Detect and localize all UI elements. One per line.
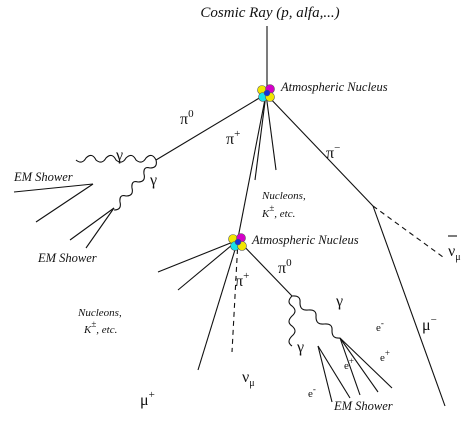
nucleon-track-2a xyxy=(157,239,239,273)
eplus-2-label: e+ xyxy=(344,356,354,372)
gamma-4-label: γ xyxy=(296,339,304,356)
nu-mu-track xyxy=(231,239,239,353)
piplus-top-label: π+ xyxy=(226,128,240,148)
piminus-label: π− xyxy=(326,142,340,162)
nu-mu-label: νμ xyxy=(242,369,255,389)
eplus-1-track xyxy=(339,337,379,393)
piminus-track xyxy=(265,93,374,207)
eminus-1-label: e- xyxy=(376,318,384,334)
atmospheric-nucleus-2-icon xyxy=(228,233,247,251)
muplus-label: μ+ xyxy=(140,389,155,409)
gamma-2-wavy xyxy=(113,159,157,211)
nucleon-track-1a xyxy=(254,93,267,181)
pi0-top-label: π0 xyxy=(180,108,194,128)
gamma-3-label: γ xyxy=(335,293,343,310)
eminus-2-track-b xyxy=(317,345,333,403)
em-shower-2-line-a xyxy=(69,207,115,241)
piplus-2-label: π+ xyxy=(235,270,249,290)
cosmic-ray-label: Cosmic Ray (p, alfa,...) xyxy=(200,5,339,21)
em-shower-1-line-a xyxy=(13,183,94,193)
nucleon-track-1b xyxy=(265,93,277,171)
muplus-track xyxy=(197,239,239,371)
nubar-mu-track xyxy=(372,205,444,258)
piplus-top-track xyxy=(237,93,267,239)
pi0-2-label: π0 xyxy=(278,257,292,277)
atmospheric-nucleus-1-icon xyxy=(257,84,275,102)
eminus-2-track-a xyxy=(317,345,351,399)
eminus-1-track xyxy=(339,337,393,389)
em-shower-label-3: EM Shower xyxy=(333,399,393,413)
kaons-label-1: K±, etc. xyxy=(261,203,295,220)
em-shower-1-line-b xyxy=(35,183,94,223)
em-shower-2-line-b xyxy=(85,207,115,249)
em-shower-label-2: EM Shower xyxy=(37,251,97,265)
gamma-4-wavy xyxy=(288,295,296,347)
em-shower-label-1: EM Shower xyxy=(13,170,73,184)
muminus-track xyxy=(372,205,446,407)
pi0-top-track xyxy=(155,93,267,161)
nucleons-label-1: Nucleons, xyxy=(261,190,306,202)
atmospheric-nucleus-label-1: Atmospheric Nucleus xyxy=(280,80,388,94)
eplus-2-track xyxy=(339,337,361,396)
gamma-2-label: γ xyxy=(149,172,157,189)
nucleon-track-2b xyxy=(177,239,239,291)
gamma-1-label: γ xyxy=(115,147,123,164)
eminus-2-label: e- xyxy=(308,384,316,400)
gamma-3-wavy xyxy=(291,295,341,339)
pi0-2-track xyxy=(237,239,293,297)
gamma-1-wavy xyxy=(75,154,157,163)
nucleons-label-2: Nucleons, xyxy=(77,307,122,319)
kaons-label-2: K±, etc. xyxy=(83,319,117,336)
eplus-1-label: e+ xyxy=(380,348,390,364)
nubar-mu-label: νμ xyxy=(448,243,461,263)
atmospheric-nucleus-label-2: Atmospheric Nucleus xyxy=(251,233,359,247)
muminus-label: μ− xyxy=(422,314,437,334)
